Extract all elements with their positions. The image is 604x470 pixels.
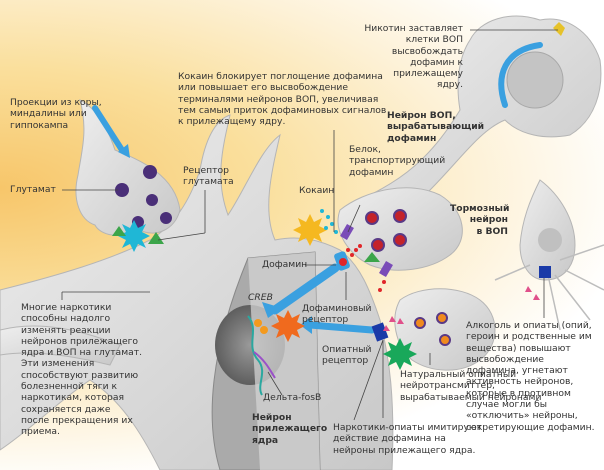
opiate-receptor: [371, 322, 389, 342]
dopamine-signal-arrow: [270, 263, 340, 315]
inhibitory-neuron: [494, 179, 604, 331]
dopamine-terminal: [337, 187, 463, 278]
creb-burst: [271, 310, 305, 342]
label-alcohol-opiates-note: Алкоголь и опиаты (опий, героин и родств…: [466, 320, 595, 433]
glutamate-receptor-green: [148, 232, 164, 244]
label-dopamine-transporter: Белок, транспортирующий дофамин: [349, 144, 446, 178]
label-glutamate-receptor: Рецептор глутамата: [183, 165, 234, 188]
label-opiate-receptor: Опиатный рецептор: [322, 344, 372, 367]
label-creb: CREB: [248, 292, 273, 303]
label-drugs-glutamate-note: Многие наркотики способны надолго изменя…: [21, 302, 143, 438]
label-projections: Проекции из коры, миндалины или гиппокам…: [10, 97, 102, 131]
dopamine-molecules: [346, 244, 386, 292]
label-cocaine: Кокаин: [299, 185, 335, 196]
cocaine-molecules: [320, 209, 338, 234]
label-delta-fosb: Дельта-fosB: [263, 392, 322, 403]
label-opiate-drugs-note: Наркотики-опиаты имитируют действие дофа…: [333, 422, 483, 456]
label-glutamate: Глутамат: [10, 184, 56, 195]
cocaine-burst: [293, 214, 327, 246]
label-nicotine-note: Никотин заставляет клетки ВОП высвобожда…: [364, 23, 463, 91]
label-dopamine-receptor: Дофаминовый рецептор: [302, 303, 372, 326]
label-inhibitory-neuron: Тормозный нейрон в ВОП: [450, 203, 510, 237]
vta-dopamine-neuron: [369, 15, 602, 221]
opiate-signal-arrow: [306, 321, 376, 334]
glutamate-burst: [118, 220, 150, 252]
creb-dna: [247, 315, 276, 396]
inhibitory-receptor: [539, 266, 551, 278]
label-natural-opiate: Натуральный опиатный нейротрансмиттер, в…: [400, 369, 542, 403]
label-nac-neuron: Нейрон прилежащего ядра: [252, 412, 328, 446]
leader-lines: [61, 29, 558, 421]
label-dopamine: Дофамин: [262, 259, 308, 270]
label-cocaine-note: Кокаин блокирует поглощение дофамина или…: [178, 71, 387, 128]
label-vta-neuron: Нейрон ВОП, вырабатывающий дофамин: [387, 110, 485, 144]
opiate-burst: [383, 338, 417, 370]
